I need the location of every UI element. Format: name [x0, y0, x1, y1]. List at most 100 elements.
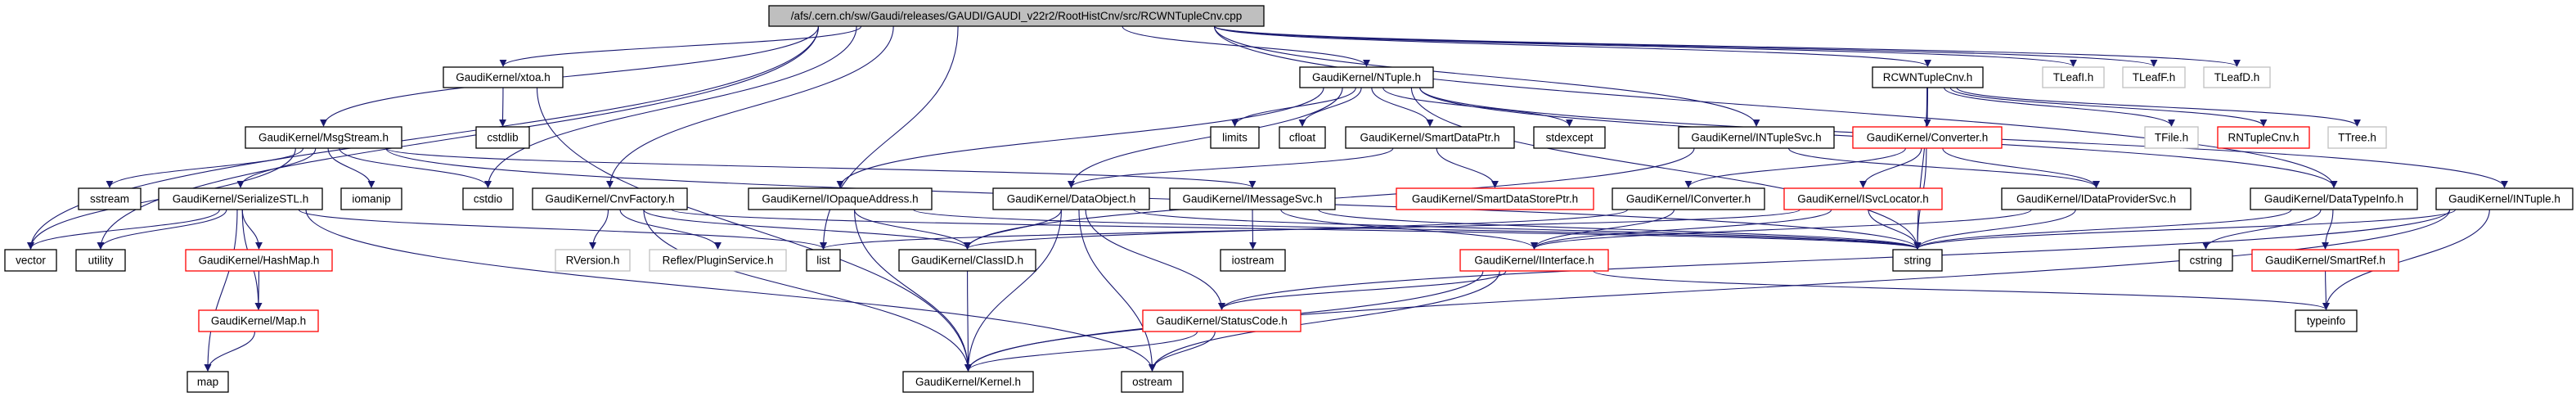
node-iostream[interactable]: iostream: [1220, 249, 1286, 272]
node-cstdio[interactable]: cstdio: [462, 187, 514, 210]
node-label: GaudiKernel/IDataProviderSvc.h: [2016, 193, 2176, 205]
edge-MsgStream-to-IMessageSvc: [385, 147, 1257, 188]
node-box: [1872, 66, 1984, 88]
node-box: [1279, 126, 1326, 149]
node-ClassID[interactable]: GaudiKernel/ClassID.h: [898, 249, 1036, 272]
node-RCWNTupleCnv[interactable]: RCWNTupleCnv.h: [1872, 66, 1984, 88]
edge-StatusCode-to-ostream: [1149, 331, 1216, 372]
edge-DataObject-to-StatusCode: [1085, 209, 1225, 310]
node-DataTypeInfo[interactable]: GaudiKernel/DataTypeInfo.h: [2250, 187, 2418, 210]
node-StatusCode[interactable]: GaudiKernel/StatusCode.h: [1142, 309, 1301, 332]
edge-SerializeSTL-to-ostream: [305, 209, 1156, 372]
edge-root-to-TLeafD: [1213, 25, 2241, 67]
node-stdexcept[interactable]: stdexcept: [1533, 126, 1606, 149]
node-SerializeSTL[interactable]: GaudiKernel/SerializeSTL.h: [158, 187, 323, 210]
edge-DataTypeInfo-to-string: [1913, 209, 2292, 250]
node-typeinfo[interactable]: typeinfo: [2295, 309, 2358, 332]
node-SmartDataStorePtr[interactable]: GaudiKernel/SmartDataStorePtr.h: [1396, 187, 1594, 210]
node-sstream[interactable]: sstream: [78, 187, 142, 210]
edge-INTuple-to-StatusCode: [1218, 209, 2451, 310]
node-label: GaudiKernel/IMessageSvc.h: [1182, 193, 1322, 205]
edge-MsgStream-to-string: [385, 147, 1922, 250]
edge-INTuple-to-typeinfo: [2322, 209, 2490, 310]
node-label: typeinfo: [2307, 315, 2345, 327]
node-box: [2251, 249, 2399, 272]
node-cstring[interactable]: cstring: [2178, 249, 2233, 272]
edge-IInterface-to-typeinfo: [1593, 270, 2330, 310]
node-IConverter[interactable]: GaudiKernel/IConverter.h: [1612, 187, 1765, 210]
node-box: [2435, 187, 2574, 210]
nodes-layer: /afs/.cern.ch/sw/Gaudi/releases/GAUDI/GA…: [4, 5, 2574, 393]
node-utility[interactable]: utility: [75, 249, 126, 272]
edge-SerializeSTL-to-utility: [97, 209, 227, 250]
edge-MsgStream-to-SerializeSTL: [236, 147, 317, 188]
edge-IConverter-to-IInterface: [1531, 209, 1675, 250]
node-vector[interactable]: vector: [4, 249, 57, 272]
node-box: [748, 187, 933, 210]
node-label: GaudiKernel/CnvFactory.h: [545, 193, 674, 205]
node-label: GaudiKernel/SmartRef.h: [2265, 255, 2385, 267]
node-box: [2295, 309, 2358, 332]
node-label: GaudiKernel/SmartDataStorePtr.h: [1412, 193, 1578, 205]
node-label: stdexcept: [1546, 132, 1594, 144]
edge-RCWNTupleCnv-to-string: [1913, 87, 1928, 250]
node-label: TLeafI.h: [2053, 71, 2094, 83]
node-box: [462, 187, 514, 210]
node-Kernel[interactable]: GaudiKernel/Kernel.h: [902, 371, 1034, 393]
node-IInterface[interactable]: GaudiKernel/IInterface.h: [1459, 249, 1609, 272]
edge-root-to-DataTypeInfo: [1213, 25, 2338, 188]
edge-ClassID-to-Kernel: [964, 270, 972, 372]
node-label: GaudiKernel/NTuple.h: [1312, 71, 1421, 83]
node-NTuple[interactable]: GaudiKernel/NTuple.h: [1299, 66, 1434, 88]
node-box: [1892, 249, 1943, 272]
node-box: [340, 187, 402, 210]
node-INTupleSvc[interactable]: GaudiKernel/INTupleSvc.h: [1678, 126, 1835, 149]
node-box: [768, 5, 1265, 27]
node-iomanip[interactable]: iomanip: [340, 187, 402, 210]
node-SmartRef[interactable]: GaudiKernel/SmartRef.h: [2251, 249, 2399, 272]
node-Converter[interactable]: GaudiKernel/Converter.h: [1852, 126, 2003, 149]
edge-Converter-to-IConverter: [1684, 147, 1906, 188]
edge-IMessageSvc-to-IInterface: [1280, 209, 1538, 250]
edge-MsgStream-to-sstream: [106, 147, 304, 188]
node-label: GaudiKernel/Map.h: [211, 315, 306, 327]
node-RNTupleCnv[interactable]: RNTupleCnv.h: [2217, 126, 2310, 149]
edge-root-to-cstdio: [484, 25, 857, 188]
node-map[interactable]: map: [187, 371, 229, 393]
node-box: [475, 126, 530, 149]
node-label: GaudiKernel/INTuple.h: [2448, 193, 2560, 205]
edge-CnvFactory-to-ClassID: [643, 209, 971, 250]
node-HashMap[interactable]: GaudiKernel/HashMap.h: [185, 249, 333, 272]
node-MsgStream[interactable]: GaudiKernel/MsgStream.h: [245, 126, 402, 149]
node-box: [2144, 126, 2199, 149]
node-box: [806, 249, 841, 272]
node-cstdlib[interactable]: cstdlib: [475, 126, 530, 149]
node-IOpaqueAddress[interactable]: GaudiKernel/IOpaqueAddress.h: [748, 187, 933, 210]
node-ostream[interactable]: ostream: [1121, 371, 1184, 393]
node-list[interactable]: list: [806, 249, 841, 272]
node-box: [898, 249, 1036, 272]
node-xtoa[interactable]: GaudiKernel/xtoa.h: [443, 66, 564, 88]
edge-IOpaqueAddress-to-ClassID: [853, 209, 971, 250]
edge-INTupleSvc-to-IDataProviderSvc: [1787, 147, 2100, 188]
node-box: [1210, 126, 1260, 149]
node-label: GaudiKernel/IOpaqueAddress.h: [762, 193, 918, 205]
edge-NTuple-to-SmartDataPtr: [1371, 87, 1434, 127]
node-CnvFactory[interactable]: GaudiKernel/CnvFactory.h: [532, 187, 688, 210]
node-box: [245, 126, 402, 149]
node-ISvcLocator[interactable]: GaudiKernel/ISvcLocator.h: [1783, 187, 1943, 210]
edge-SmartDataPtr-to-SmartDataStorePtr: [1436, 147, 1499, 188]
node-limits[interactable]: limits: [1210, 126, 1260, 149]
node-DataObject[interactable]: GaudiKernel/DataObject.h: [992, 187, 1150, 210]
node-box: [158, 187, 323, 210]
node-string[interactable]: string: [1892, 249, 1943, 272]
node-box: [2217, 126, 2310, 149]
node-RVersion: RVersion.h: [555, 249, 631, 272]
node-cfloat[interactable]: cfloat: [1279, 126, 1326, 149]
node-IMessageSvc[interactable]: GaudiKernel/IMessageSvc.h: [1169, 187, 1336, 210]
node-Map[interactable]: GaudiKernel/Map.h: [198, 309, 319, 332]
node-INTuple[interactable]: GaudiKernel/INTuple.h: [2435, 187, 2574, 210]
node-SmartDataPtr[interactable]: GaudiKernel/SmartDataPtr.h: [1345, 126, 1515, 149]
node-IDataProviderSvc[interactable]: GaudiKernel/IDataProviderSvc.h: [2001, 187, 2192, 210]
